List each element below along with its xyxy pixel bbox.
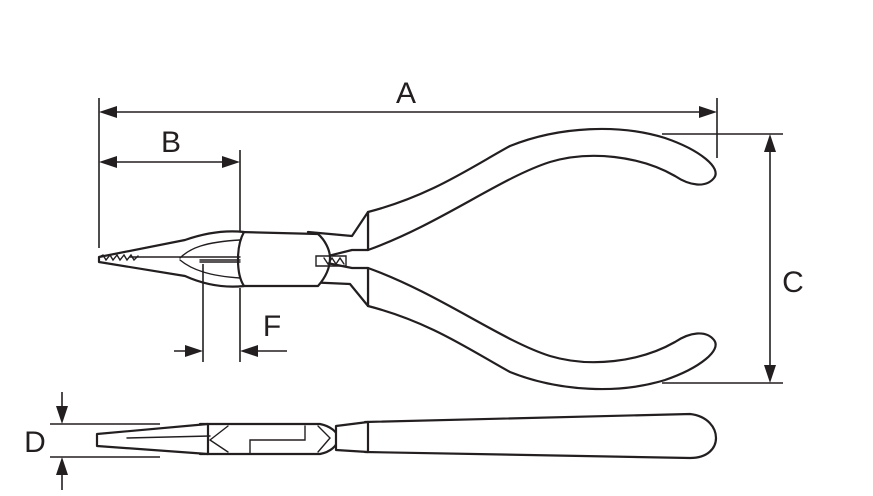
label-b: B	[161, 126, 181, 159]
side-body	[198, 422, 340, 456]
side-handle	[363, 412, 718, 460]
dimension-f: F	[174, 264, 287, 362]
spring-detail	[315, 255, 347, 267]
side-pivot-plate	[249, 425, 306, 455]
pliers-top-view	[97, 127, 717, 391]
jaw-seam-upper	[179, 239, 241, 259]
side-neck-chevron	[317, 425, 331, 453]
spring-coil	[323, 256, 345, 266]
side-jaw	[95, 422, 210, 456]
side-pivot-step-2	[209, 439, 229, 453]
upper-handle	[366, 127, 717, 252]
serrated-tip	[98, 253, 139, 262]
dimension-a: A	[98, 77, 718, 248]
side-jaw-inner	[126, 435, 211, 439]
dimension-c: C	[662, 133, 804, 384]
label-d: D	[24, 426, 46, 459]
label-f: F	[263, 310, 281, 343]
dimension-d: D	[24, 392, 160, 490]
side-pivot-step	[209, 425, 229, 441]
dimension-b: B	[99, 126, 241, 232]
side-neck	[334, 420, 370, 454]
pliers-side-view	[95, 412, 718, 460]
label-a: A	[396, 77, 416, 110]
label-c: C	[782, 266, 804, 299]
lower-handle	[366, 266, 717, 391]
